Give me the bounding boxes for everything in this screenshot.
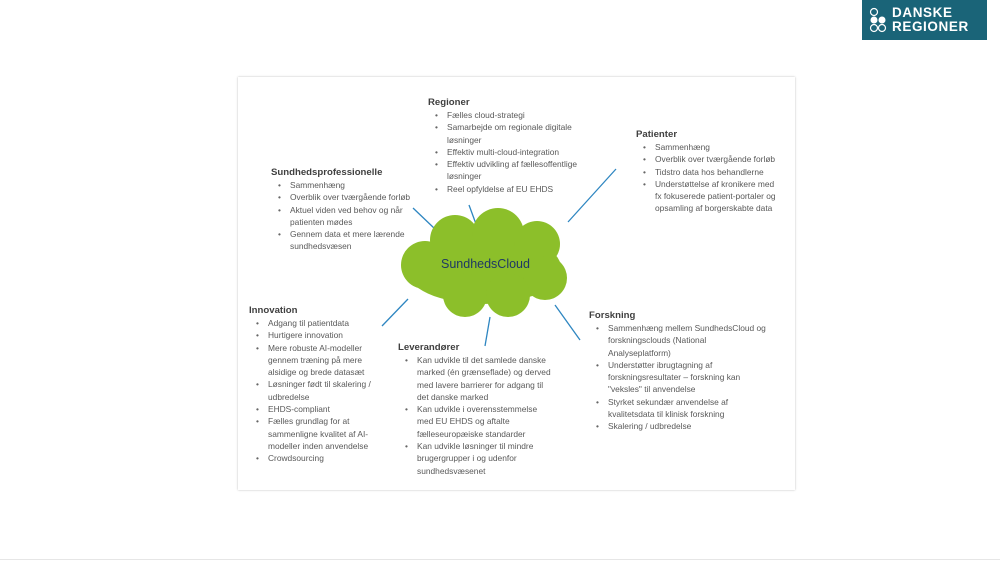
section-regioner: RegionerFælles cloud-strategiSamarbejde … (428, 97, 578, 195)
bullet-item: Skalering / udbredelse (596, 420, 769, 433)
sundhedscloud-label: SundhedsCloud (441, 257, 530, 271)
section-title: Forskning (589, 310, 636, 321)
bullet-item: Understøttelse af kronikere med fx fokus… (643, 178, 781, 215)
section-innovation: InnovationAdgang til patientdataHurtiger… (249, 305, 389, 465)
bullet-item: Adgang til patientdata (256, 317, 389, 330)
bullet-item: Kan udvikle til det samlede danske marke… (405, 354, 553, 403)
connector-leverandoerer (484, 316, 491, 347)
bullet-item: EHDS-compliant (256, 403, 389, 416)
bullet-item: Effektiv multi-cloud-integration (435, 146, 578, 159)
bullet-item: Overblik over tværgående forløb (278, 191, 411, 204)
section-title: Leverandører (398, 342, 460, 353)
section-title: Patienter (636, 129, 678, 140)
bullet-item: Reel opfyldelse af EU EHDS (435, 183, 578, 196)
danske-regioner-logo: DANSKE REGIONER (862, 0, 987, 40)
bullet-item: Sammenhæng (643, 141, 781, 154)
bullet-item: Overblik over tværgående forløb (643, 153, 781, 166)
section-forskning: ForskningSammenhæng mellem SundhedsCloud… (589, 310, 769, 433)
logo-circles-icon (869, 7, 887, 33)
bullet-item: Gennem data et mere lærende sundhedsvæse… (278, 228, 411, 253)
connector-sundhedsprofessionelle (412, 207, 436, 230)
section-sundhedsprofessionelle: SundhedsprofessionelleSammenhængOverblik… (271, 167, 411, 253)
section-title: Sundhedsprofessionelle (271, 167, 383, 178)
logo-line-2: REGIONER (892, 19, 969, 34)
bullet-item: Understøtter ibrugtagning af forskningsr… (596, 359, 769, 396)
bullet-item: Samarbejde om regionale digitale løsning… (435, 121, 578, 146)
bullet-item: Fælles grundlag for at sammenligne kvali… (256, 415, 389, 452)
bullet-item: Kan udvikle løsninger til mindre brugerg… (405, 440, 553, 477)
bullet-list: Adgang til patientdataHurtigere innovati… (249, 317, 389, 465)
bullet-item: Aktuel viden ved behov og når patienten … (278, 204, 411, 229)
sundhedscloud-shape (401, 208, 567, 317)
section-title: Regioner (428, 97, 470, 108)
connector-forskning (554, 304, 581, 341)
bullet-item: Kan udvikle i overensstemmelse med EU EH… (405, 403, 553, 440)
bullet-item: Tidstro data hos behandlerne (643, 166, 781, 179)
section-leverandoerer: LeverandørerKan udvikle til det samlede … (398, 342, 553, 477)
bullet-item: Hurtigere innovation (256, 329, 389, 342)
bullet-list: Kan udvikle til det samlede danske marke… (398, 354, 553, 477)
footer-divider (0, 559, 1000, 560)
bullet-item: Effektiv udvikling af fællesoffentlige l… (435, 158, 578, 183)
section-title: Innovation (249, 305, 298, 316)
bullet-item: Løsninger født til skalering / udbredels… (256, 378, 389, 403)
logo-line-1: DANSKE (892, 5, 953, 20)
bullet-item: Sammenhæng mellem SundhedsCloud og forsk… (596, 322, 769, 359)
bullet-item: Styrket sekundær anvendelse af kvalitets… (596, 396, 769, 421)
bullet-item: Fælles cloud-strategi (435, 109, 578, 122)
connector-regioner (468, 204, 477, 225)
bullet-list: Sammenhæng mellem SundhedsCloud og forsk… (589, 322, 769, 433)
bullet-item: Crowdsourcing (256, 452, 389, 465)
bullet-list: SammenhængOverblik over tværgående forlø… (271, 179, 411, 253)
bullet-item: Mere robuste AI-modeller gennem træning … (256, 342, 389, 379)
bullet-list: SammenhængOverblik over tværgående forlø… (636, 141, 781, 215)
section-patienter: PatienterSammenhængOverblik over tværgåe… (636, 129, 781, 215)
bullet-item: Sammenhæng (278, 179, 411, 192)
connector-patienter (567, 168, 617, 223)
bullet-list: Fælles cloud-strategiSamarbejde om regio… (428, 109, 578, 195)
